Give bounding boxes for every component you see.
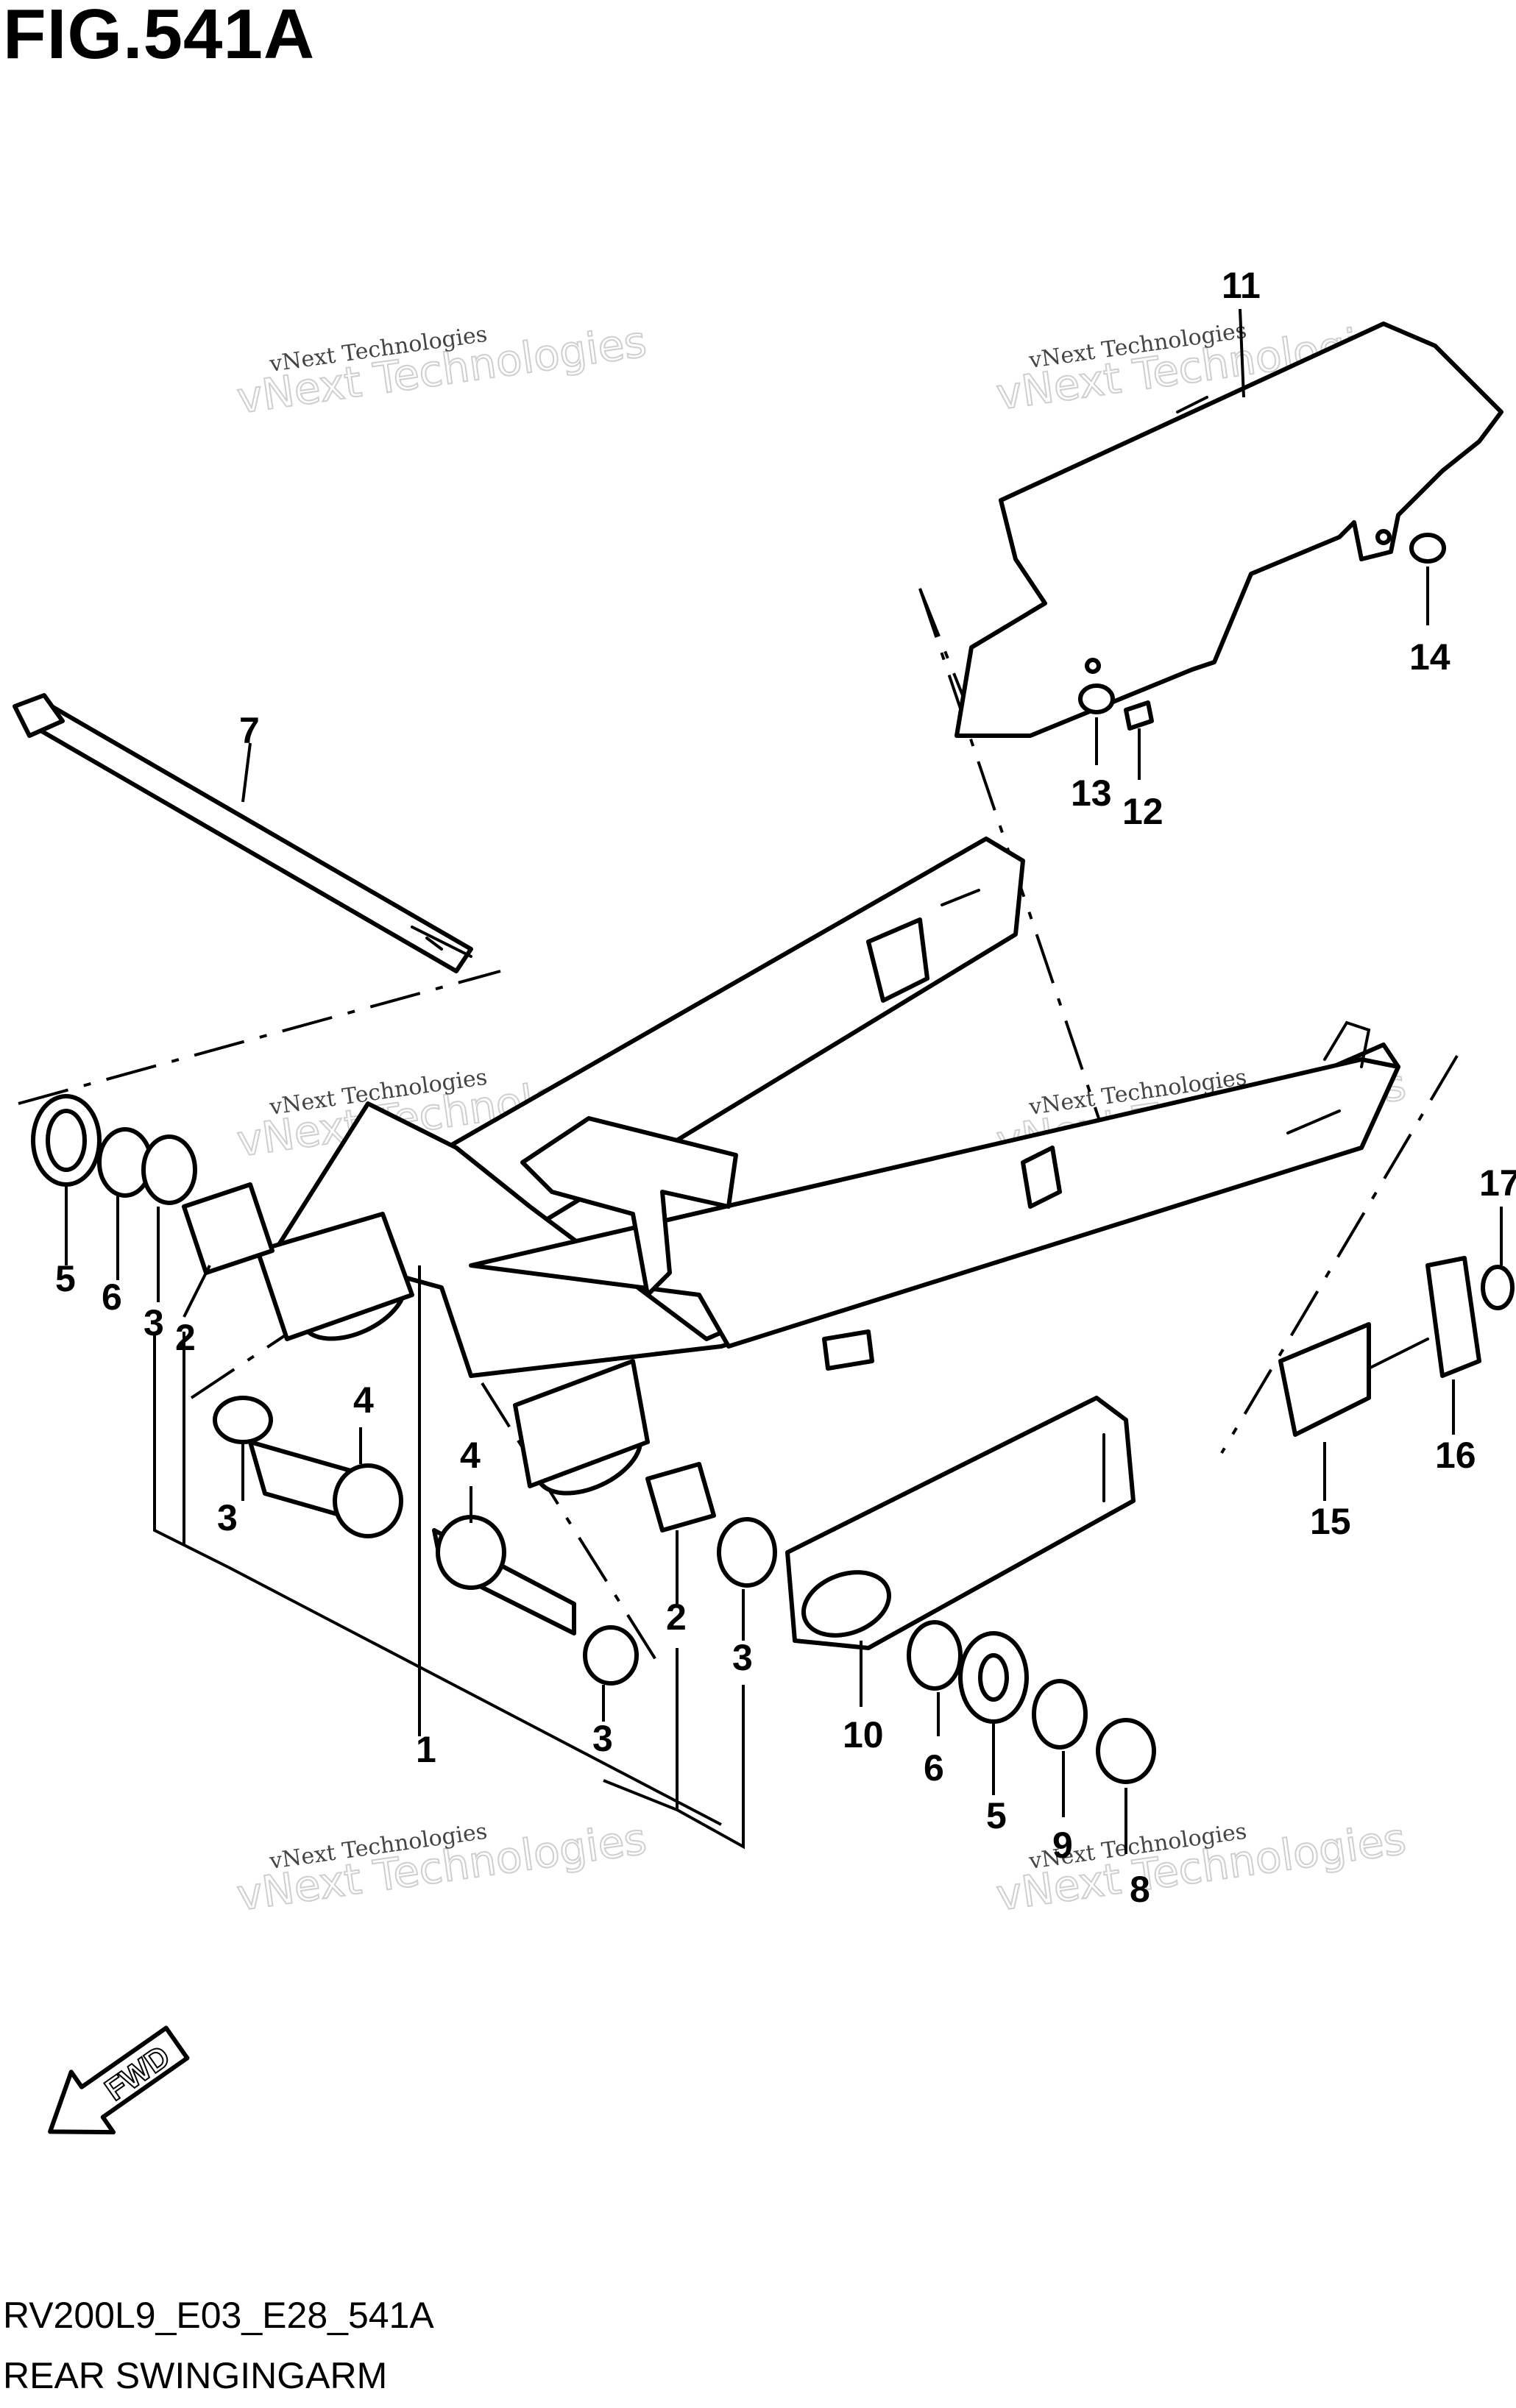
diagram-code: RV200L9_E03_E28_541A: [3, 2295, 434, 2336]
callout-3: 3: [592, 1718, 613, 1759]
callout-1: 1: [416, 1729, 436, 1770]
bearing-and-seal-set-left: [31, 1094, 403, 1538]
watermark: vNext Technologies vNext Technologies: [233, 316, 650, 424]
fwd-arrow-icon: FWD: [48, 2025, 190, 2135]
callout-12: 12: [1122, 791, 1163, 832]
callout-11: 11: [1222, 265, 1261, 306]
bearing-and-seal-set-right: [432, 1462, 777, 1686]
part-callouts: 1 2 2 3 3 3 3 4 4 5 5 6 6 7 8 9 10 11 12…: [55, 265, 1516, 1910]
callout-14: 14: [1409, 636, 1451, 678]
chain-case-part-11: [954, 322, 1503, 738]
callout-10: 10: [843, 1714, 884, 1755]
leader-lines: [65, 308, 1503, 1854]
small-hardware: [1078, 533, 1446, 731]
callout-13: 13: [1071, 773, 1112, 814]
callout-16: 16: [1435, 1435, 1476, 1476]
callout-2: 2: [666, 1597, 687, 1638]
callout-3: 3: [732, 1637, 753, 1678]
callout-17: 17: [1479, 1162, 1516, 1204]
callout-5: 5: [986, 1795, 1007, 1836]
callout-4: 4: [353, 1379, 374, 1421]
swingarm-part-1: [255, 837, 1400, 1496]
callout-5: 5: [55, 1258, 76, 1299]
callout-9: 9: [1052, 1825, 1073, 1866]
callout-8: 8: [1130, 1869, 1150, 1910]
callout-2: 2: [175, 1317, 196, 1358]
pivot-shaft-part-7: [13, 693, 473, 973]
callout-7: 7: [239, 710, 260, 751]
callout-6: 6: [924, 1747, 944, 1789]
callout-15: 15: [1310, 1501, 1351, 1542]
chain-buffer-part-10: [785, 1396, 1136, 1650]
callout-6: 6: [102, 1276, 122, 1318]
callout-3: 3: [144, 1302, 164, 1343]
washers-and-nut: [907, 1620, 1156, 1784]
callout-3: 3: [217, 1497, 238, 1538]
watermark: vNext Technologies vNext Technologies: [233, 1813, 650, 1921]
callout-4: 4: [460, 1435, 481, 1476]
chain-adjuster-parts: [1278, 1256, 1515, 1437]
figure-title: FIG.541A: [3, 0, 316, 74]
diagram-caption: REAR SWINGINGARM: [3, 2355, 388, 2396]
